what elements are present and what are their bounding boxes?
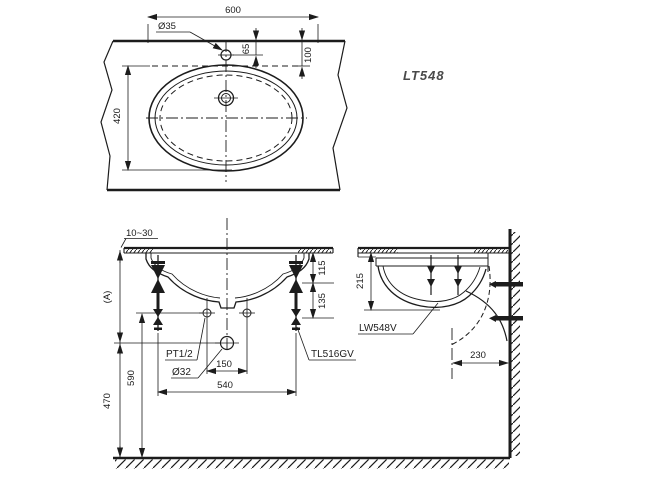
label-front-supply-thread: PT1/2 bbox=[166, 349, 193, 360]
supply-valve-left bbox=[151, 255, 165, 331]
front-basin-section bbox=[146, 253, 309, 308]
wall bbox=[510, 229, 520, 458]
side-bolt-right bbox=[454, 255, 462, 295]
counter-thickness-leader bbox=[121, 239, 158, 248]
dim-plan-edge-setback: 100 bbox=[303, 47, 314, 63]
dim-plan-hole-setback: 65 bbox=[241, 44, 252, 55]
side-depth-dim-lines bbox=[364, 252, 440, 311]
bracket-brace bbox=[466, 291, 507, 341]
drain-dia-leader bbox=[171, 349, 222, 378]
label-side-basin-model: LW548V bbox=[359, 323, 397, 334]
side-bolt-left bbox=[427, 255, 435, 295]
dim-front-fitting-pitch: 540 bbox=[217, 380, 233, 391]
counter-outline bbox=[101, 41, 347, 190]
trap-pipe-hidden bbox=[451, 266, 490, 345]
dim-front-supply-pitch: 150 bbox=[216, 359, 232, 370]
basin-model-leader bbox=[358, 303, 438, 334]
dim-front-counter-thickness: 10~30 bbox=[126, 228, 153, 239]
dim-plan-hole-setback-lines bbox=[233, 28, 263, 68]
supply-thread-leader bbox=[165, 318, 205, 360]
front-counter bbox=[124, 248, 333, 253]
dim-front-valve-length: 135 bbox=[317, 293, 328, 309]
valve-model-leader bbox=[297, 327, 356, 360]
label-front-drain-dia: Ø32 bbox=[172, 367, 191, 378]
dim-side-bowl-depth: 215 bbox=[355, 273, 366, 289]
plan-view bbox=[101, 13, 347, 190]
dim-plan-depth: 420 bbox=[112, 108, 123, 124]
hole-dia-leader bbox=[156, 32, 223, 51]
dim-plan-width-lines bbox=[147, 13, 319, 43]
side-view bbox=[113, 229, 523, 469]
dim-front-counter-height: (A) bbox=[102, 291, 113, 304]
dim-side-drain-to-wall: 230 bbox=[470, 350, 486, 361]
label-model: LT548 bbox=[403, 68, 445, 83]
front-right-dims bbox=[302, 252, 334, 319]
wall-anchor-bolts bbox=[489, 281, 523, 322]
side-counter bbox=[358, 248, 510, 257]
front-left-dims bbox=[114, 250, 220, 458]
dim-plan-edge-setback-lines bbox=[294, 28, 310, 79]
label-plan-hole-dia: Ø35 bbox=[158, 21, 176, 32]
supply-point-right bbox=[239, 298, 255, 374]
dim-front-supply-drop: 115 bbox=[317, 260, 328, 275]
supply-valve-right bbox=[289, 255, 303, 331]
dim-front-drain-height: 470 bbox=[102, 393, 113, 409]
front-bottom-dims bbox=[157, 333, 297, 396]
front-view bbox=[114, 218, 356, 458]
floor bbox=[113, 458, 510, 469]
dim-plan-width: 600 bbox=[225, 5, 241, 16]
dim-plan-depth-lines bbox=[122, 65, 232, 171]
label-front-valve-model: TL516GV bbox=[311, 349, 354, 360]
dim-front-supply-height: 590 bbox=[126, 370, 137, 386]
